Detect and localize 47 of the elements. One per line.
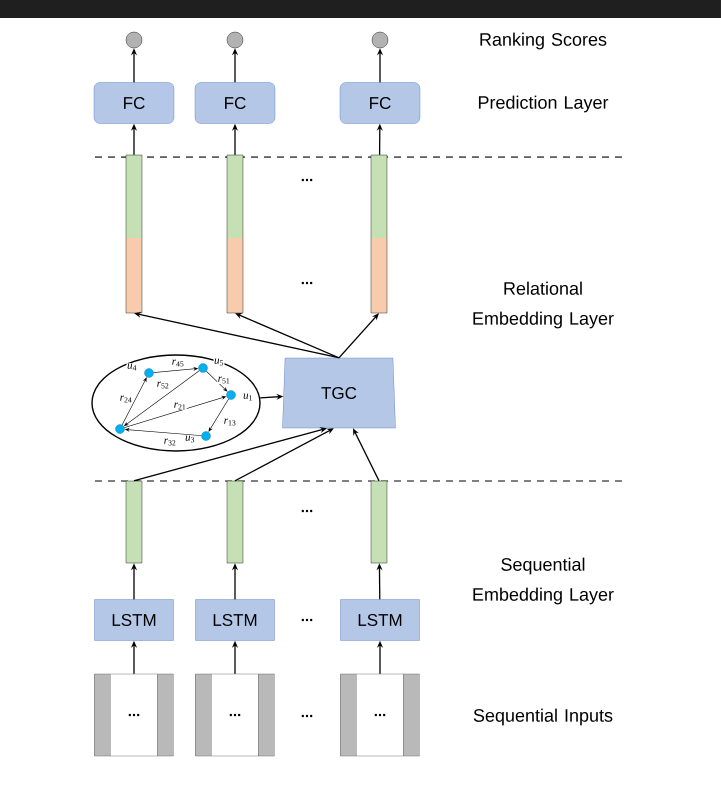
layer-label: Sequential Embedding Layer	[473, 558, 614, 604]
embedding-bar	[126, 154, 142, 314]
edge-label: r$_{52}$	[156, 381, 170, 389]
tgc-trapezoid: TGC	[282, 358, 396, 428]
edge-label: r$_{21}$	[173, 402, 187, 410]
fc-box: FC	[194, 82, 276, 124]
layer-label: Sequential Inputs	[474, 708, 612, 726]
graph-node	[144, 368, 154, 378]
edge-label: r$_{13}$	[223, 418, 237, 426]
embedding-bar	[370, 154, 388, 314]
score-circle	[226, 32, 244, 48]
fc-box: FC	[94, 82, 174, 124]
lstm-box: LSTM	[94, 599, 174, 641]
graph-node	[201, 431, 211, 441]
graph-node	[198, 363, 208, 373]
embedding-bar	[126, 480, 142, 564]
node-label: u$_{1}$	[242, 393, 254, 401]
ellipsis-mark: ...	[302, 510, 312, 512]
node-label: u$_{5}$	[214, 358, 224, 366]
node-label: u$_{4}$	[126, 363, 138, 371]
edge-label: r$_{24}$	[119, 395, 133, 403]
graph-node	[115, 424, 125, 434]
embedding-bar	[370, 480, 388, 564]
ellipsis-mark: ...	[302, 178, 312, 182]
node-label: u$_{3}$	[184, 435, 196, 443]
graph-ellipse	[91, 354, 261, 452]
layer-label: Relational Embedding Layer	[473, 282, 614, 328]
fc-box: FC	[340, 82, 420, 124]
graph-node	[226, 390, 236, 400]
embedding-bar	[226, 480, 244, 564]
score-circle	[126, 32, 142, 48]
input-sequence-box: ...	[340, 674, 420, 756]
ellipsis-mark: ...	[302, 714, 312, 718]
ellipsis-mark: ...	[302, 282, 312, 284]
edge-label: r$_{32}$	[163, 438, 177, 446]
score-circle	[372, 32, 388, 48]
ellipsis-mark: ...	[302, 618, 312, 622]
input-sequence-box: ...	[94, 674, 174, 756]
layer-label: Ranking Scores	[480, 32, 606, 50]
edge-label: r$_{51}$	[217, 376, 231, 384]
input-sequence-box: ...	[195, 674, 275, 756]
edge-label: r$_{45}$	[171, 359, 185, 367]
arrow	[124, 396, 226, 428]
lstm-box: LSTM	[195, 599, 275, 641]
embedding-bar	[226, 154, 244, 314]
layer-label: Prediction Layer	[478, 96, 608, 112]
lstm-box: LSTM	[340, 599, 420, 641]
